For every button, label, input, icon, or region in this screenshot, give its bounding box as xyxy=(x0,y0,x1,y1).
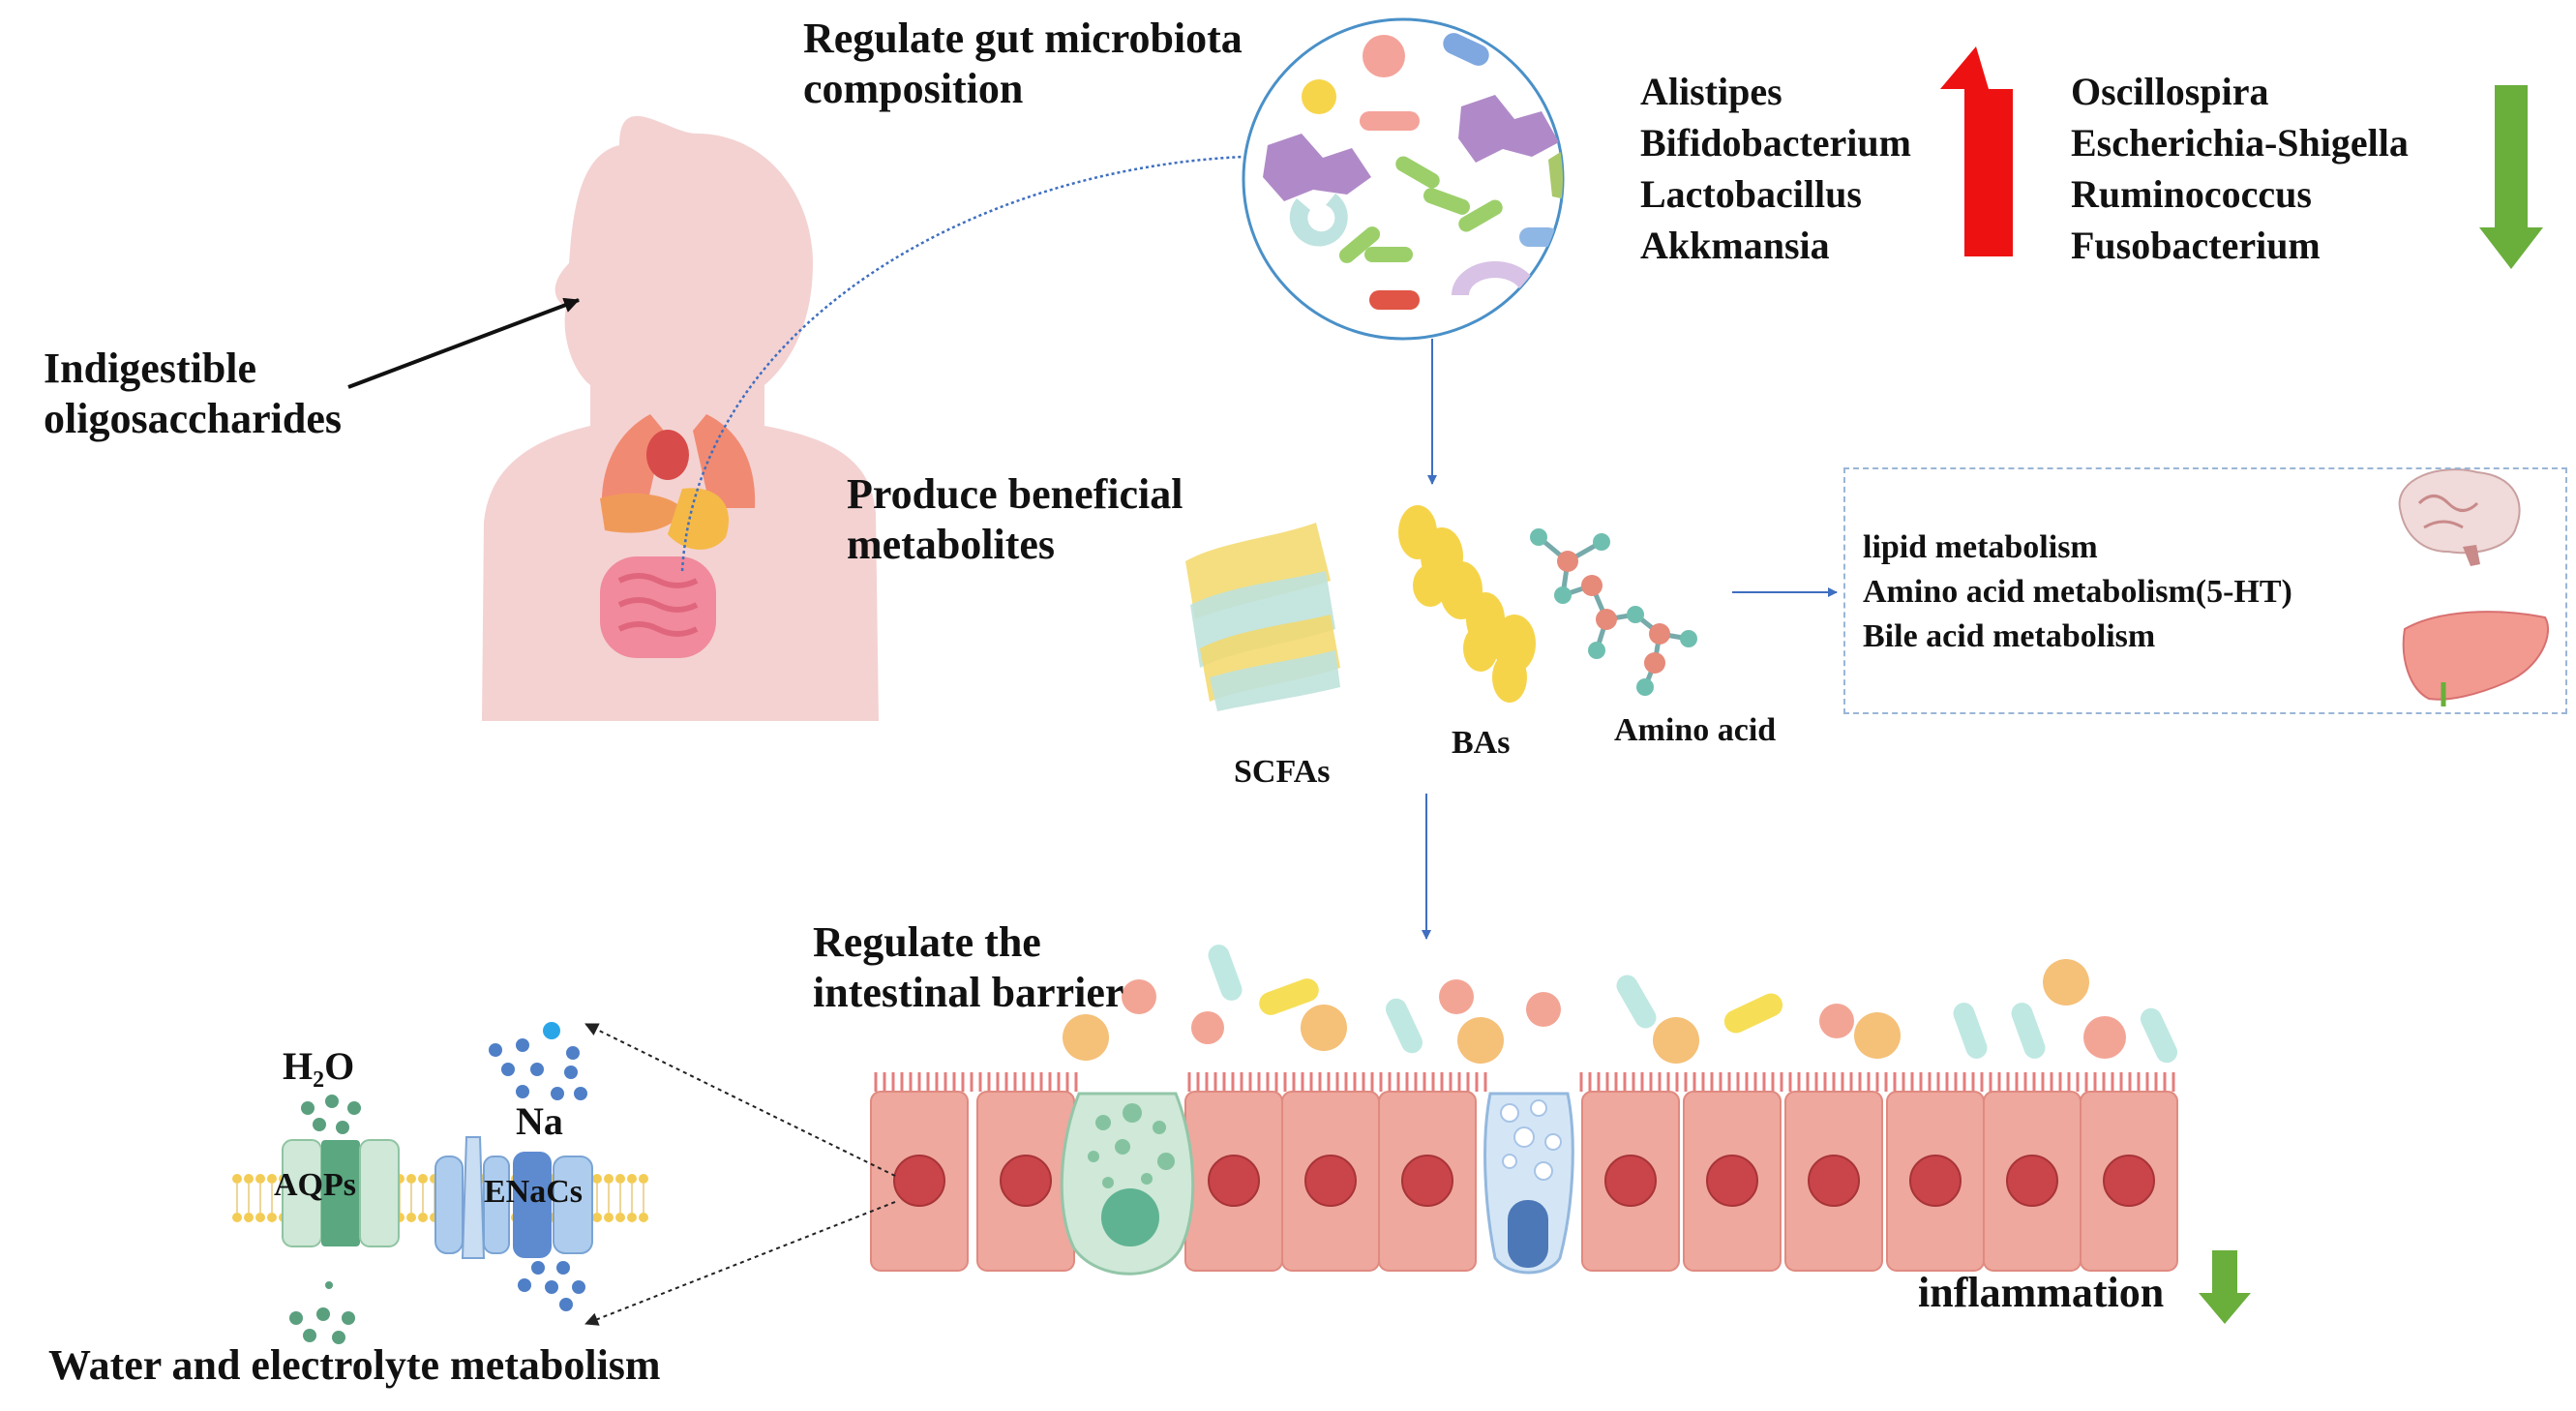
lipid-head xyxy=(267,1213,277,1222)
lipid-head xyxy=(604,1174,614,1184)
cell-nucleus xyxy=(1706,1155,1758,1207)
lipid-head xyxy=(604,1213,614,1222)
cell-nucleus xyxy=(1000,1155,1052,1207)
lipid-head xyxy=(267,1174,277,1184)
decrease-arrow-icon xyxy=(2479,85,2543,269)
lipid-head xyxy=(406,1174,416,1184)
water-molecules xyxy=(289,1095,361,1344)
bacteria-alistipes: Alistipes xyxy=(1640,70,1782,113)
microbiota-title: Regulate gut microbiota composition xyxy=(803,15,1243,112)
barrier-to-na-arrow xyxy=(584,1023,896,1177)
lipid-head xyxy=(592,1174,602,1184)
na-label: Na xyxy=(516,1099,563,1143)
barrier-to-water-arrow xyxy=(584,1201,896,1326)
bas-label: BAs xyxy=(1452,725,1511,761)
bacteria-fusobacterium: Fusobacterium xyxy=(2071,224,2321,267)
lipid-head xyxy=(255,1174,265,1184)
barrier-title: Regulate the intestinal barrier xyxy=(813,918,1124,1016)
lipid-head xyxy=(627,1213,637,1222)
bacteria-lactobacillus: Lactobacillus xyxy=(1640,172,1862,216)
human-body-icon xyxy=(482,115,879,721)
h2o-label: H₂O xyxy=(283,1044,355,1088)
bile-acid-icon xyxy=(1398,505,1536,703)
effect-amino-acid: Amino acid metabolism(5-HT) xyxy=(1863,574,2292,610)
sodium-ions xyxy=(489,1038,587,1311)
microbiota-circle-icon xyxy=(1242,17,1565,341)
epithelium-icon xyxy=(870,945,2178,1276)
lipid-head xyxy=(418,1174,428,1184)
gut-to-microbiota-curve xyxy=(680,155,1244,572)
aqp-channel-icon xyxy=(282,1139,400,1247)
inflammation-label: inflammation xyxy=(1918,1269,2165,1316)
lipid-head xyxy=(232,1213,242,1222)
metabolism-effects-box xyxy=(1843,467,2567,714)
enacs-label: ENaCs xyxy=(484,1174,584,1210)
inflammation-decrease-icon xyxy=(2199,1250,2251,1324)
lipid-head xyxy=(615,1174,625,1184)
lipid-head xyxy=(244,1213,254,1222)
increased-bacteria-list: Alistipes Bifidobacterium Lactobacillus … xyxy=(1640,66,1911,271)
lipid-head xyxy=(627,1174,637,1184)
bacteria-bifidobacterium: Bifidobacterium xyxy=(1640,121,1911,165)
cell-nucleus xyxy=(1401,1155,1453,1207)
bacteria-ruminococcus: Ruminococcus xyxy=(2071,172,2312,216)
lipid-head xyxy=(244,1174,254,1184)
effect-bile-acid: Bile acid metabolism xyxy=(1863,618,2156,654)
increase-arrow-icon xyxy=(1940,46,2013,256)
scfas-label: SCFAs xyxy=(1234,754,1331,790)
lipid-head xyxy=(639,1213,648,1222)
bacteria-akkmansia: Akkmansia xyxy=(1640,224,1830,267)
bacteria-escherichia-shigella: Escherichia-Shigella xyxy=(2071,121,2409,165)
lipid-head xyxy=(255,1213,265,1222)
water-electrolyte-label: Water and electrolyte metabolism xyxy=(48,1341,661,1389)
brain-icon xyxy=(2398,468,2521,566)
enac-channel-icon xyxy=(434,1136,593,1259)
oligosaccharides-label: Indigestible oligosaccharides xyxy=(44,345,342,442)
lipid-head xyxy=(232,1174,242,1184)
cell-nucleus xyxy=(893,1155,945,1207)
amino-acid-molecule-icon xyxy=(1530,528,1697,696)
sodium-highlight xyxy=(543,1022,560,1039)
aqps-label: AQPs xyxy=(274,1167,356,1203)
metabolites-title: Produce beneficial metabolites xyxy=(847,470,1183,568)
bacteria-oscillospira: Oscillospira xyxy=(2071,70,2269,113)
cell-nucleus xyxy=(1208,1155,1260,1207)
amino-acid-label: Amino acid xyxy=(1614,712,1777,748)
cell-nucleus xyxy=(1304,1155,1357,1207)
cell-nucleus xyxy=(1909,1155,1962,1207)
intake-arrow xyxy=(347,297,580,389)
cell-nucleus xyxy=(1604,1155,1657,1207)
lipid-head xyxy=(639,1174,648,1184)
cell-nucleus xyxy=(2103,1155,2155,1207)
lipid-head xyxy=(615,1213,625,1222)
decreased-bacteria-list: Oscillospira Escherichia-Shigella Rumino… xyxy=(2071,66,2409,271)
liver-icon xyxy=(2402,611,2550,706)
cell-nucleus xyxy=(1808,1155,1860,1207)
cell-nucleus xyxy=(2006,1155,2058,1207)
metabolism-effects-list: lipid metabolism Amino acid metabolism(5… xyxy=(1863,525,2292,659)
lipid-head xyxy=(592,1213,602,1222)
lipid-head xyxy=(406,1213,416,1222)
effect-lipid: lipid metabolism xyxy=(1863,529,2098,565)
scfa-crystal-icon xyxy=(1185,523,1340,711)
lipid-head xyxy=(418,1213,428,1222)
